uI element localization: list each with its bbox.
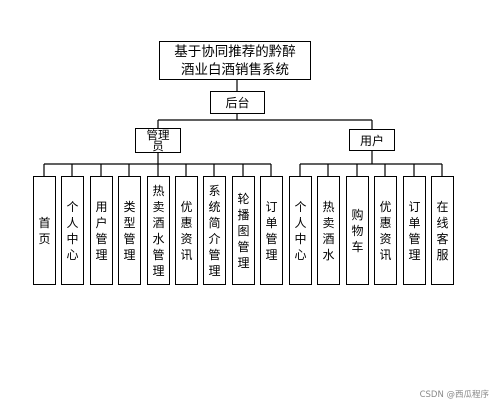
user-node: 用户 <box>349 129 395 151</box>
admin-module-label: 系统简介管理 <box>208 183 221 278</box>
backend-node: 后台 <box>210 91 265 114</box>
admin-module-label: 热卖酒水管理 <box>152 183 165 278</box>
user-module-5: 在线客服 <box>431 176 454 285</box>
root-title-line2: 酒业白酒销售系统 <box>181 62 289 78</box>
admin-module-7: 轮播图管理 <box>232 176 255 285</box>
admin-node: 管理 员 <box>135 128 181 153</box>
admin-module-4: 热卖酒水管理 <box>147 176 170 285</box>
admin-module-1: 个人中心 <box>61 176 84 285</box>
admin-label-line2: 员 <box>152 139 164 153</box>
user-module-1: 热卖酒水 <box>317 176 340 285</box>
admin-module-label: 首页 <box>38 215 51 246</box>
user-module-4: 订单管理 <box>403 176 426 285</box>
admin-module-8: 订单管理 <box>260 176 283 285</box>
user-module-label: 在线客服 <box>436 199 449 262</box>
admin-module-label: 优惠资讯 <box>180 199 193 262</box>
root-node: 基于协同推荐的黔醉 酒业白酒销售系统 <box>159 41 311 80</box>
root-title-line1: 基于协同推荐的黔醉 <box>174 44 296 60</box>
admin-module-label: 订单管理 <box>265 199 278 262</box>
admin-module-label: 个人中心 <box>66 199 79 262</box>
admin-module-label: 轮播图管理 <box>237 191 250 270</box>
admin-module-label: 用户管理 <box>95 199 108 262</box>
user-module-label: 购物车 <box>351 207 364 254</box>
admin-label-line1: 管理 <box>146 128 170 142</box>
admin-module-3: 类型管理 <box>118 176 141 285</box>
admin-module-0: 首页 <box>33 176 56 285</box>
admin-module-2: 用户管理 <box>90 176 113 285</box>
user-module-label: 热卖酒水 <box>322 199 335 262</box>
user-module-0: 个人中心 <box>289 176 312 285</box>
admin-module-label: 类型管理 <box>123 199 136 262</box>
admin-module-6: 系统简介管理 <box>203 176 226 285</box>
admin-module-5: 优惠资讯 <box>175 176 198 285</box>
user-module-label: 个人中心 <box>294 199 307 262</box>
user-module-3: 优惠资讯 <box>374 176 397 285</box>
watermark: CSDN @西瓜程序 <box>419 390 489 400</box>
user-module-label: 订单管理 <box>408 199 421 262</box>
user-module-2: 购物车 <box>346 176 369 285</box>
user-module-label: 优惠资讯 <box>379 199 392 262</box>
